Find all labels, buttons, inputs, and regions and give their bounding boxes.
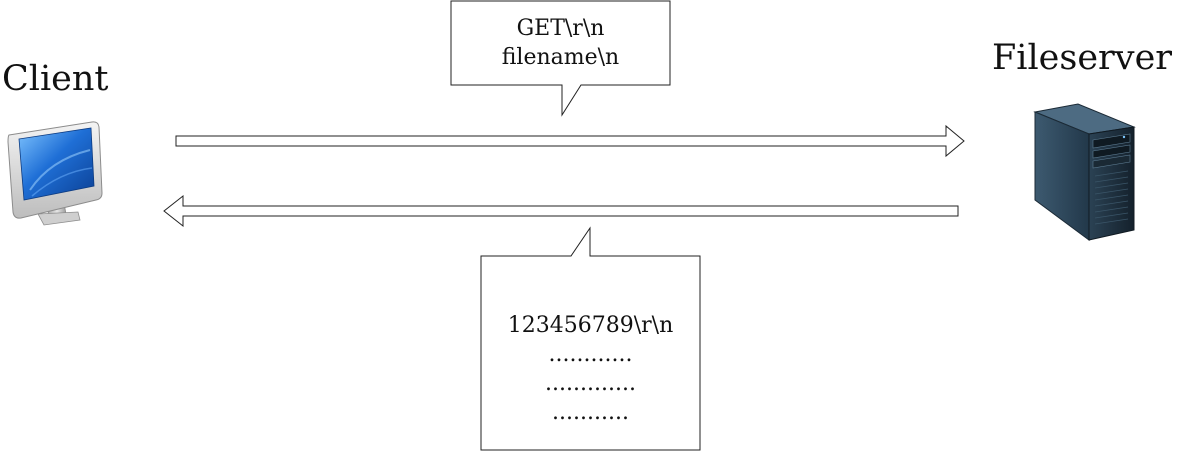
request-bubble [450, 0, 671, 117]
response-line: ........... [552, 400, 629, 425]
response-message: 123456789\r\n ............ .............… [481, 311, 700, 427]
request-arrow [175, 124, 965, 158]
client-label: Client [2, 59, 109, 99]
response-line: 123456789\r\n [507, 313, 674, 338]
request-line: GET\r\n [516, 16, 605, 41]
response-line: ............. [545, 371, 636, 396]
desktop-computer-icon [7, 121, 103, 226]
response-bubble [480, 226, 701, 451]
response-line: ............ [548, 342, 633, 367]
response-arrow [163, 194, 959, 228]
server-tower-icon [1033, 103, 1136, 241]
server-label: Fileserver [992, 38, 1173, 78]
request-line: filename\n [501, 45, 620, 70]
request-message: GET\r\n filename\n [451, 14, 670, 72]
